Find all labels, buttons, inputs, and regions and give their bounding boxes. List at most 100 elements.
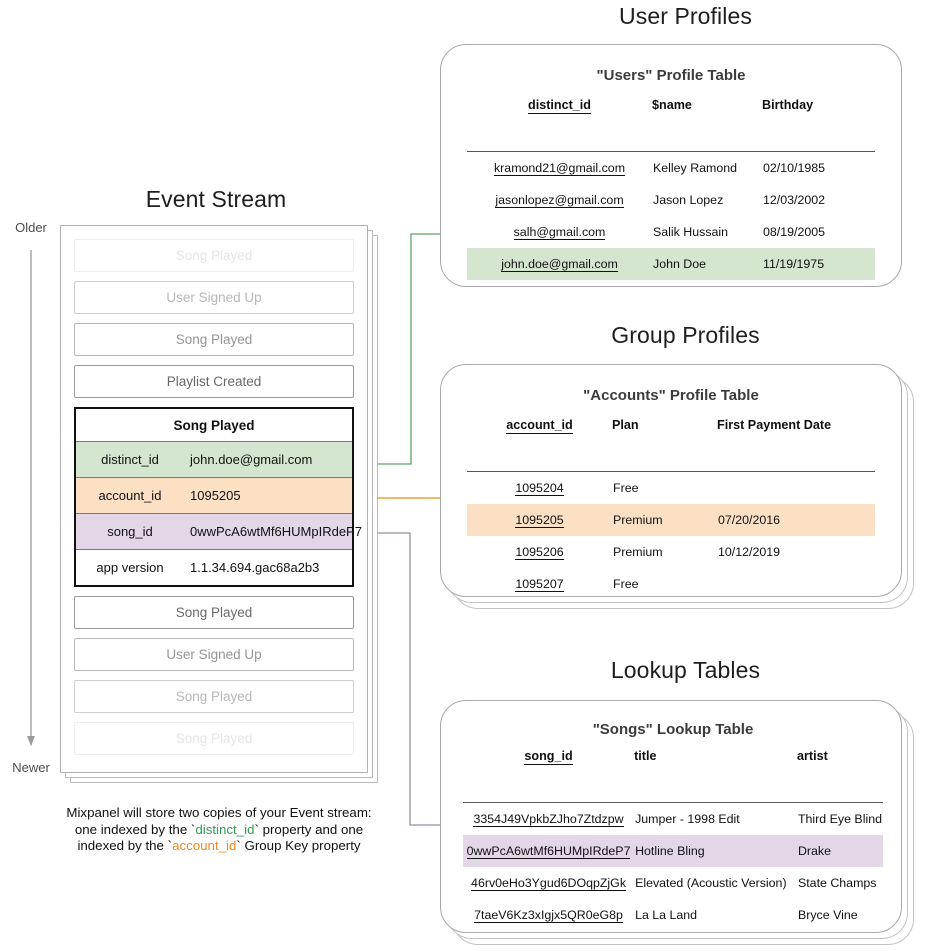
event-label: Song Played [175, 332, 253, 347]
cell-account-id: 1095207 [515, 577, 564, 592]
event-label: User Signed Up [166, 290, 262, 305]
cell-name: Jason Lopez [653, 193, 724, 207]
cell-artist: Third Eye Blind [797, 812, 882, 826]
group-profiles-heading: Group Profiles [611, 322, 760, 348]
property-key: distinct_id [101, 452, 159, 467]
header-rule [467, 119, 875, 152]
selected-event-card[interactable]: Song Played distinct_id john.doe@gmail.c… [74, 407, 362, 587]
accounts-profile-card: "Accounts" Profile Table account_id Plan… [440, 364, 902, 597]
timeline-older-label: Older [15, 220, 47, 235]
cell-distinct-id: john.doe@gmail.com [501, 257, 618, 272]
cell-song-id: 46rv0eHo3Ygud6DOqpZjGk [471, 876, 627, 891]
table-row[interactable]: 46rv0eHo3Ygud6DOqpZjGk Elevated (Acousti… [463, 867, 883, 899]
event-stream-card: Song Played User Signed Up Song Played P… [60, 225, 368, 773]
event-label: User Signed Up [166, 647, 262, 662]
songs-table: song_id title artist 3354J49VpkbZJho7Ztd… [463, 749, 883, 931]
event-item[interactable]: Song Played [74, 323, 354, 356]
cell-song-id: 0wwPcA6wtMf6HUMpIRdeP7 [466, 844, 631, 859]
caption-line-3-post: ` Group Key property [236, 838, 361, 853]
table-row-highlighted[interactable]: 0wwPcA6wtMf6HUMpIRdeP7 Hotline Bling Dra… [463, 835, 883, 867]
table-header-row: account_id Plan First Payment Date [467, 418, 875, 439]
songs-lookup-card: "Songs" Lookup Table song_id title artis… [440, 700, 902, 933]
cell-first-payment-date [717, 472, 875, 505]
event-item[interactable]: User Signed Up [74, 281, 354, 314]
header-rule [463, 770, 883, 803]
group-profiles-panel-wrap: "Accounts" Profile Table account_id Plan… [440, 364, 920, 609]
accounts-table: account_id Plan First Payment Date 10952… [467, 418, 875, 600]
event-property-row: app version 1.1.34.694.gac68a2b3 [76, 549, 352, 585]
event-item[interactable]: Song Played [74, 596, 354, 629]
property-key: app version [96, 560, 164, 575]
property-value: 0wwPcA6wtMf6HUMpIRdeP7 [190, 524, 362, 539]
table-row[interactable]: 1095204 Free [467, 472, 875, 505]
cell-name: Kelley Ramond [653, 161, 738, 175]
cell-birthday: 12/03/2002 [763, 193, 826, 207]
table-header-row: distinct_id $name Birthday [467, 98, 875, 119]
event-property-row: song_id 0wwPcA6wtMf6HUMpIRdeP7 [76, 513, 362, 549]
cell-title: Elevated (Acoustic Version) [635, 876, 787, 890]
event-property-row: distinct_id john.doe@gmail.com [76, 441, 352, 477]
user-profiles-panel-wrap: "Users" Profile Table distinct_id $name … [440, 44, 910, 287]
event-label: Song Played [175, 605, 253, 620]
cell-distinct-id: kramond21@gmail.com [493, 161, 626, 176]
column-header: First Payment Date [717, 418, 832, 432]
cell-birthday: 08/19/2005 [763, 225, 826, 239]
caption-line-3-pre: indexed by the ` [77, 838, 173, 853]
column-header: Plan [612, 418, 639, 432]
event-item[interactable]: User Signed Up [74, 638, 354, 671]
cell-song-id: 7taeV6Kz3xIgjx5QR0eG8p [474, 908, 623, 923]
event-stream-stack: Song Played User Signed Up Song Played P… [60, 225, 378, 783]
cell-plan: Premium [613, 545, 663, 559]
cell-title: Hotline Bling [634, 835, 797, 867]
cell-name: Salik Hussain [653, 225, 729, 239]
lookup-tables-heading: Lookup Tables [610, 657, 761, 683]
cell-name: John Doe [652, 248, 762, 280]
timeline-newer-label: Newer [12, 760, 50, 775]
column-header: song_id [524, 749, 573, 765]
table-row-highlighted[interactable]: 1095205 Premium 07/20/2016 [467, 504, 875, 536]
event-stream-heading: Event Stream [145, 186, 287, 212]
event-item[interactable]: Song Played [74, 680, 354, 713]
cell-title: Jumper - 1998 Edit [635, 812, 740, 826]
event-label: Song Played [175, 731, 253, 746]
user-profiles-heading: User Profiles [619, 3, 752, 29]
caption-line-2-pre: one indexed by the ` [74, 821, 196, 837]
table-row[interactable]: 1095206 Premium 10/12/2019 [467, 536, 875, 568]
caption-distinct-id-token: distinct_id [195, 821, 255, 837]
cell-plan: Premium [612, 504, 717, 536]
table-row[interactable]: kramond21@gmail.com Kelley Ramond 02/10/… [467, 152, 875, 185]
cell-plan: Free [613, 481, 639, 495]
cell-birthday: 11/19/1975 [762, 248, 875, 280]
cell-first-payment-date: 10/12/2019 [718, 545, 781, 559]
cell-first-payment-date: 07/20/2016 [717, 504, 875, 536]
cell-artist: Bryce Vine [797, 908, 858, 922]
event-item[interactable]: Playlist Created [74, 365, 354, 398]
event-label: Song Played [175, 689, 253, 704]
table-row[interactable]: salh@gmail.com Salik Hussain 08/19/2005 [467, 216, 875, 248]
cell-artist: State Champs [797, 876, 877, 890]
event-label: Song Played [175, 248, 253, 263]
property-key: song_id [107, 524, 153, 539]
cell-artist: Drake [796, 835, 883, 867]
users-table: distinct_id $name Birthday kramond21@gma… [467, 98, 875, 280]
table-row[interactable]: 7taeV6Kz3xIgjx5QR0eG8p La La Land Bryce … [463, 899, 883, 931]
cell-first-payment-date [717, 568, 875, 600]
users-profile-card: "Users" Profile Table distinct_id $name … [440, 44, 902, 287]
caption-account-id-token: account_id [172, 838, 237, 853]
cell-song-id: 3354J49VpkbZJho7Ztdzpw [473, 812, 624, 827]
cell-plan: Free [613, 577, 639, 591]
event-item[interactable]: Song Played [74, 239, 354, 272]
selected-event-name: Song Played [173, 417, 255, 433]
table-row[interactable]: 1095207 Free [467, 568, 875, 600]
table-header-row: song_id title artist [463, 749, 883, 770]
event-item[interactable]: Song Played [74, 722, 354, 755]
header-rule [467, 439, 875, 472]
column-header: Birthday [762, 98, 814, 112]
column-header: title [634, 749, 657, 763]
column-header: account_id [506, 418, 573, 434]
cell-distinct-id: jasonlopez@gmail.com [495, 193, 624, 208]
table-row[interactable]: 3354J49VpkbZJho7Ztdzpw Jumper - 1998 Edi… [463, 803, 883, 836]
table-row[interactable]: jasonlopez@gmail.com Jason Lopez 12/03/2… [467, 184, 875, 216]
table-row-highlighted[interactable]: john.doe@gmail.com John Doe 11/19/1975 [467, 248, 875, 280]
event-stream-caption: Mixpanel will store two copies of your E… [35, 805, 403, 855]
